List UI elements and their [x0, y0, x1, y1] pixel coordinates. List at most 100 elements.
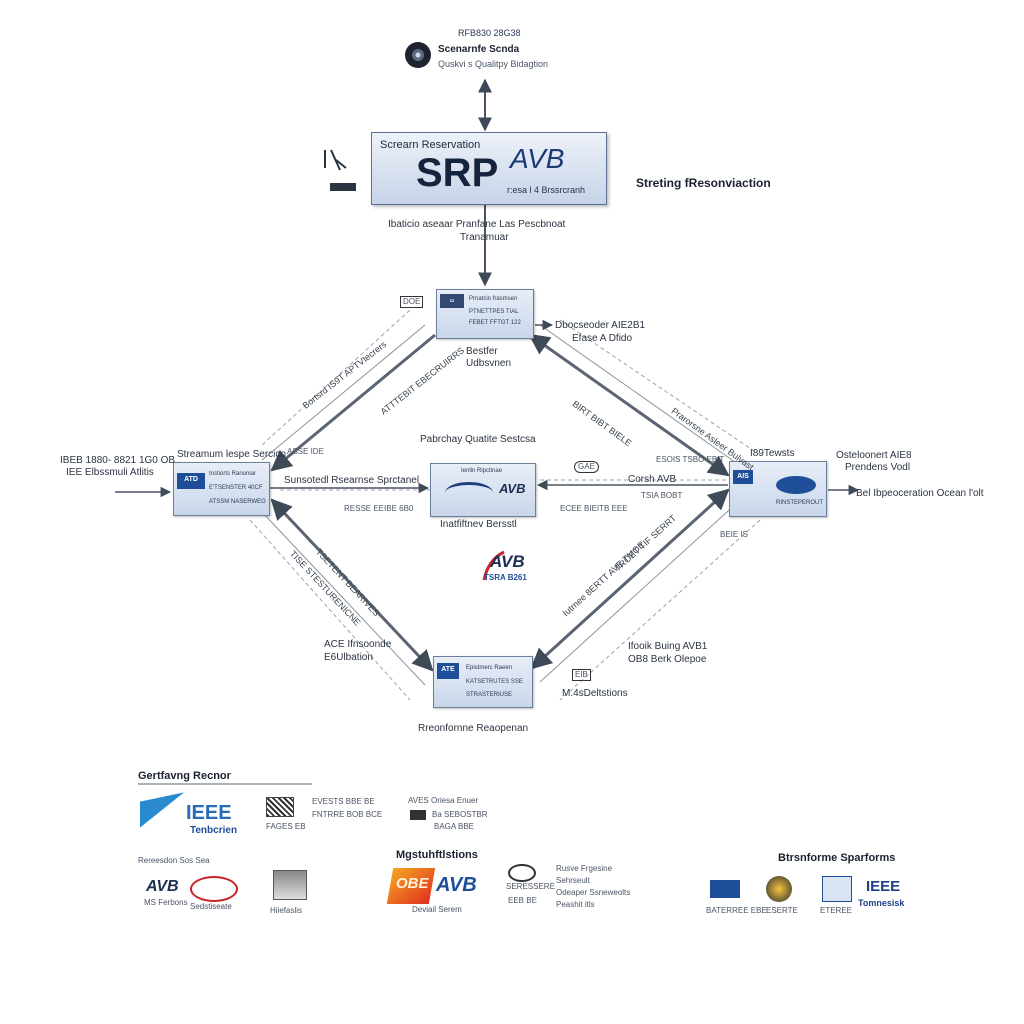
node-left[interactable]: ATD Instiorts Ranoniar E'TSENSTER 40CF A…: [173, 462, 270, 516]
bottom-left-label-1: ACE Ifnsoonde: [324, 639, 392, 650]
node-bottom-tag: EIB: [572, 669, 591, 681]
top-title: Scenarnfe Scnda: [438, 44, 520, 55]
node-top-tag: DOE: [400, 296, 424, 308]
edge-top-right: [528, 324, 736, 477]
node-right-chip: AIS: [733, 470, 753, 484]
node-bottom-line-2: STRASTERIUSE: [466, 692, 513, 698]
legend-item-b-icon: [410, 810, 426, 820]
node-right-ship-icon: [776, 476, 816, 494]
node-right-side-1: Osteloonert AIE8: [836, 450, 912, 461]
node-left-side-2: IEE Elbssmuli Atlitis: [66, 467, 154, 478]
node-top[interactable]: ▭ Prnatcin frasmsen PTNETTPES TIAL FEBET…: [436, 289, 534, 339]
node-right-header: I89Tewsts: [750, 448, 795, 459]
node-center-tag: AVB: [499, 481, 526, 496]
platform-3-icon: [822, 876, 852, 902]
edge-label-mid-right-sub: ECEE BIEITB EEE: [560, 504, 628, 513]
platform-4-name: IEEE: [866, 878, 901, 895]
center-avb-logo: AVB: [490, 552, 525, 571]
node-bottom[interactable]: ATE Epistmerc Raeen KATSETRUTES SSE STRA…: [433, 656, 533, 708]
node-top-side-1: Dbocseoder AIE2B1: [555, 320, 646, 331]
legend-item-c-sub: Hiiefaslis: [270, 906, 303, 915]
legend-brand-avb: AVB: [436, 874, 477, 896]
edge-label-mid-left: Sunsotedl Rsearnse Sprctanel: [284, 475, 420, 486]
legend-item-d-1: Rusve Frgesine: [556, 864, 613, 873]
edge-label-left-small: ASSE IDE: [287, 447, 324, 456]
legend-item-a-sub: FAGES EB: [266, 822, 306, 831]
srp-sub: r:esa l 4 Brssrcranh: [507, 185, 586, 195]
edge-label-right-small: TSIA BOBT: [641, 491, 683, 500]
platform-1-sub: BATERREE EBE: [706, 906, 767, 915]
node-center-title: Pabrchay Quatite Sestcsa: [420, 434, 536, 445]
edge-top-left: [261, 324, 436, 472]
node-top-icon: ▭: [440, 294, 464, 308]
node-right-line-1: RINSTEPEROUT: [776, 500, 824, 506]
legend-ieee-sub: Tenbcrien: [190, 825, 238, 836]
top-subtitle: Quskvi s Qualitpy Bidagtion: [438, 59, 549, 69]
edge-left-bottom: [261, 498, 434, 686]
node-left-line-2: ATSSM NASERWEG: [209, 499, 266, 505]
node-bottom-side: M.4sDeltstions: [562, 688, 628, 699]
legend-avb2-sub: Sedstiseate: [190, 902, 232, 911]
node-top-side-2: Efase A Dfido: [572, 333, 633, 344]
legend-brand-word: OBE: [396, 875, 429, 892]
node-top-line-1: PTNETTPES TIAL: [469, 309, 519, 315]
legend-item-d-eye-icon: [508, 864, 536, 882]
guide-lines: [249, 309, 761, 701]
node-bottom-chip: ATE: [437, 663, 459, 679]
edge-label-r1: ESOIS TSBO EBIT: [656, 455, 725, 464]
node-bottom-caption: Rreonfornne Reaopenan: [418, 723, 529, 734]
node-top-header: Prnatcin frasmsen: [469, 296, 518, 302]
legend-brand-sub: Deviail Serem: [412, 905, 462, 914]
legend-item-d-2: Sehrseult: [556, 876, 590, 885]
edge-right-bottom: [530, 488, 739, 683]
srp-big-label: SRP: [416, 151, 499, 195]
node-center-header: Ienlin Ripctinae: [461, 468, 503, 474]
legend-item-d-4: Peashit itls: [556, 900, 595, 909]
legend-item-a-1: EVESTS BBE BE: [312, 797, 375, 806]
node-left-line-1: E'TSENSTER 40CF: [209, 485, 263, 491]
camera-icon: [405, 42, 431, 68]
node-left-side-1: IBEB 1880- 8821 1G0 OB: [60, 455, 176, 466]
platform-2-icon: [766, 876, 792, 902]
legend-item-d-3: Odeaper Ssneweolts: [556, 888, 631, 897]
legend-avb1-sub: MS Ferbons: [144, 898, 188, 907]
node-left-title: Streamum lespe Sercico: [177, 449, 286, 460]
legend-item-c-icon: [190, 876, 238, 902]
legend-ieee-name: IEEE: [186, 802, 232, 824]
node-left-chip: ATD: [177, 473, 205, 489]
person-icon: [324, 149, 356, 191]
legend-item-b-2: Ba SEBOSTBR: [432, 810, 488, 819]
legend-section2-title: Mgstuhftlstions: [396, 849, 478, 861]
top-code: RFB830 28G38: [458, 28, 521, 38]
node-top-line-2: FEBET FFTGT 122: [469, 320, 521, 326]
legend-item-a-icon: [266, 797, 294, 817]
node-left-header: Instiorts Ranoniar: [209, 471, 257, 477]
node-center-caption: Inatfiftnev Bersstl: [440, 519, 517, 530]
legend-item-b-sub: BAGA BBE: [434, 822, 475, 831]
platform-2-sub: ESERTE: [766, 906, 798, 915]
edge-label-mid-right: Corsh AVB: [628, 474, 677, 485]
center-avb-swoosh-icon: [482, 550, 505, 581]
node-bottom-line-1: KATSETRUTES SSE: [466, 679, 523, 685]
node-right-side-2: Prendens Vodl: [845, 462, 911, 473]
bottom-right-label-1: Ifooik Buing AVB1: [628, 641, 708, 652]
legend-avb1-logo: AVB: [146, 878, 179, 895]
node-right[interactable]: AIS RINSTEPEROUT: [729, 461, 827, 517]
legend-item-d-sub: EEB BE: [508, 896, 537, 905]
platform-3-sub: ETEREE: [820, 906, 853, 915]
platform-4-sub: Tomnesisk: [858, 898, 905, 908]
srp-avb-node[interactable]: Screarn Reservation SRP AVB r:esa l 4 Br…: [371, 132, 607, 205]
node-center[interactable]: Ienlin Ripctinae AVB: [430, 463, 536, 517]
srp-below-line-1: Ibaticio aseaar Pranfane Las Pescbnoat: [388, 219, 566, 230]
edge-label-r2: BEIE IS: [720, 530, 749, 539]
edge-label-tag1: GAE: [574, 461, 599, 473]
legend-row2-label: Rereesdon Sos Sea: [138, 856, 210, 865]
legend-item-d-small: SERESSERE: [506, 882, 555, 891]
node-center-car-icon: [445, 482, 493, 503]
legend-section1-title: Gertfavng Recnor: [138, 770, 231, 782]
srp-below-line-2: Tranamuar: [460, 232, 509, 243]
node-bottom-header: Epistmerc Raeen: [466, 665, 513, 671]
right-title: Streting fResonviaction: [636, 176, 771, 190]
node-right-note: Bel Ibpeoceration Ocean l'olt: [856, 488, 984, 499]
